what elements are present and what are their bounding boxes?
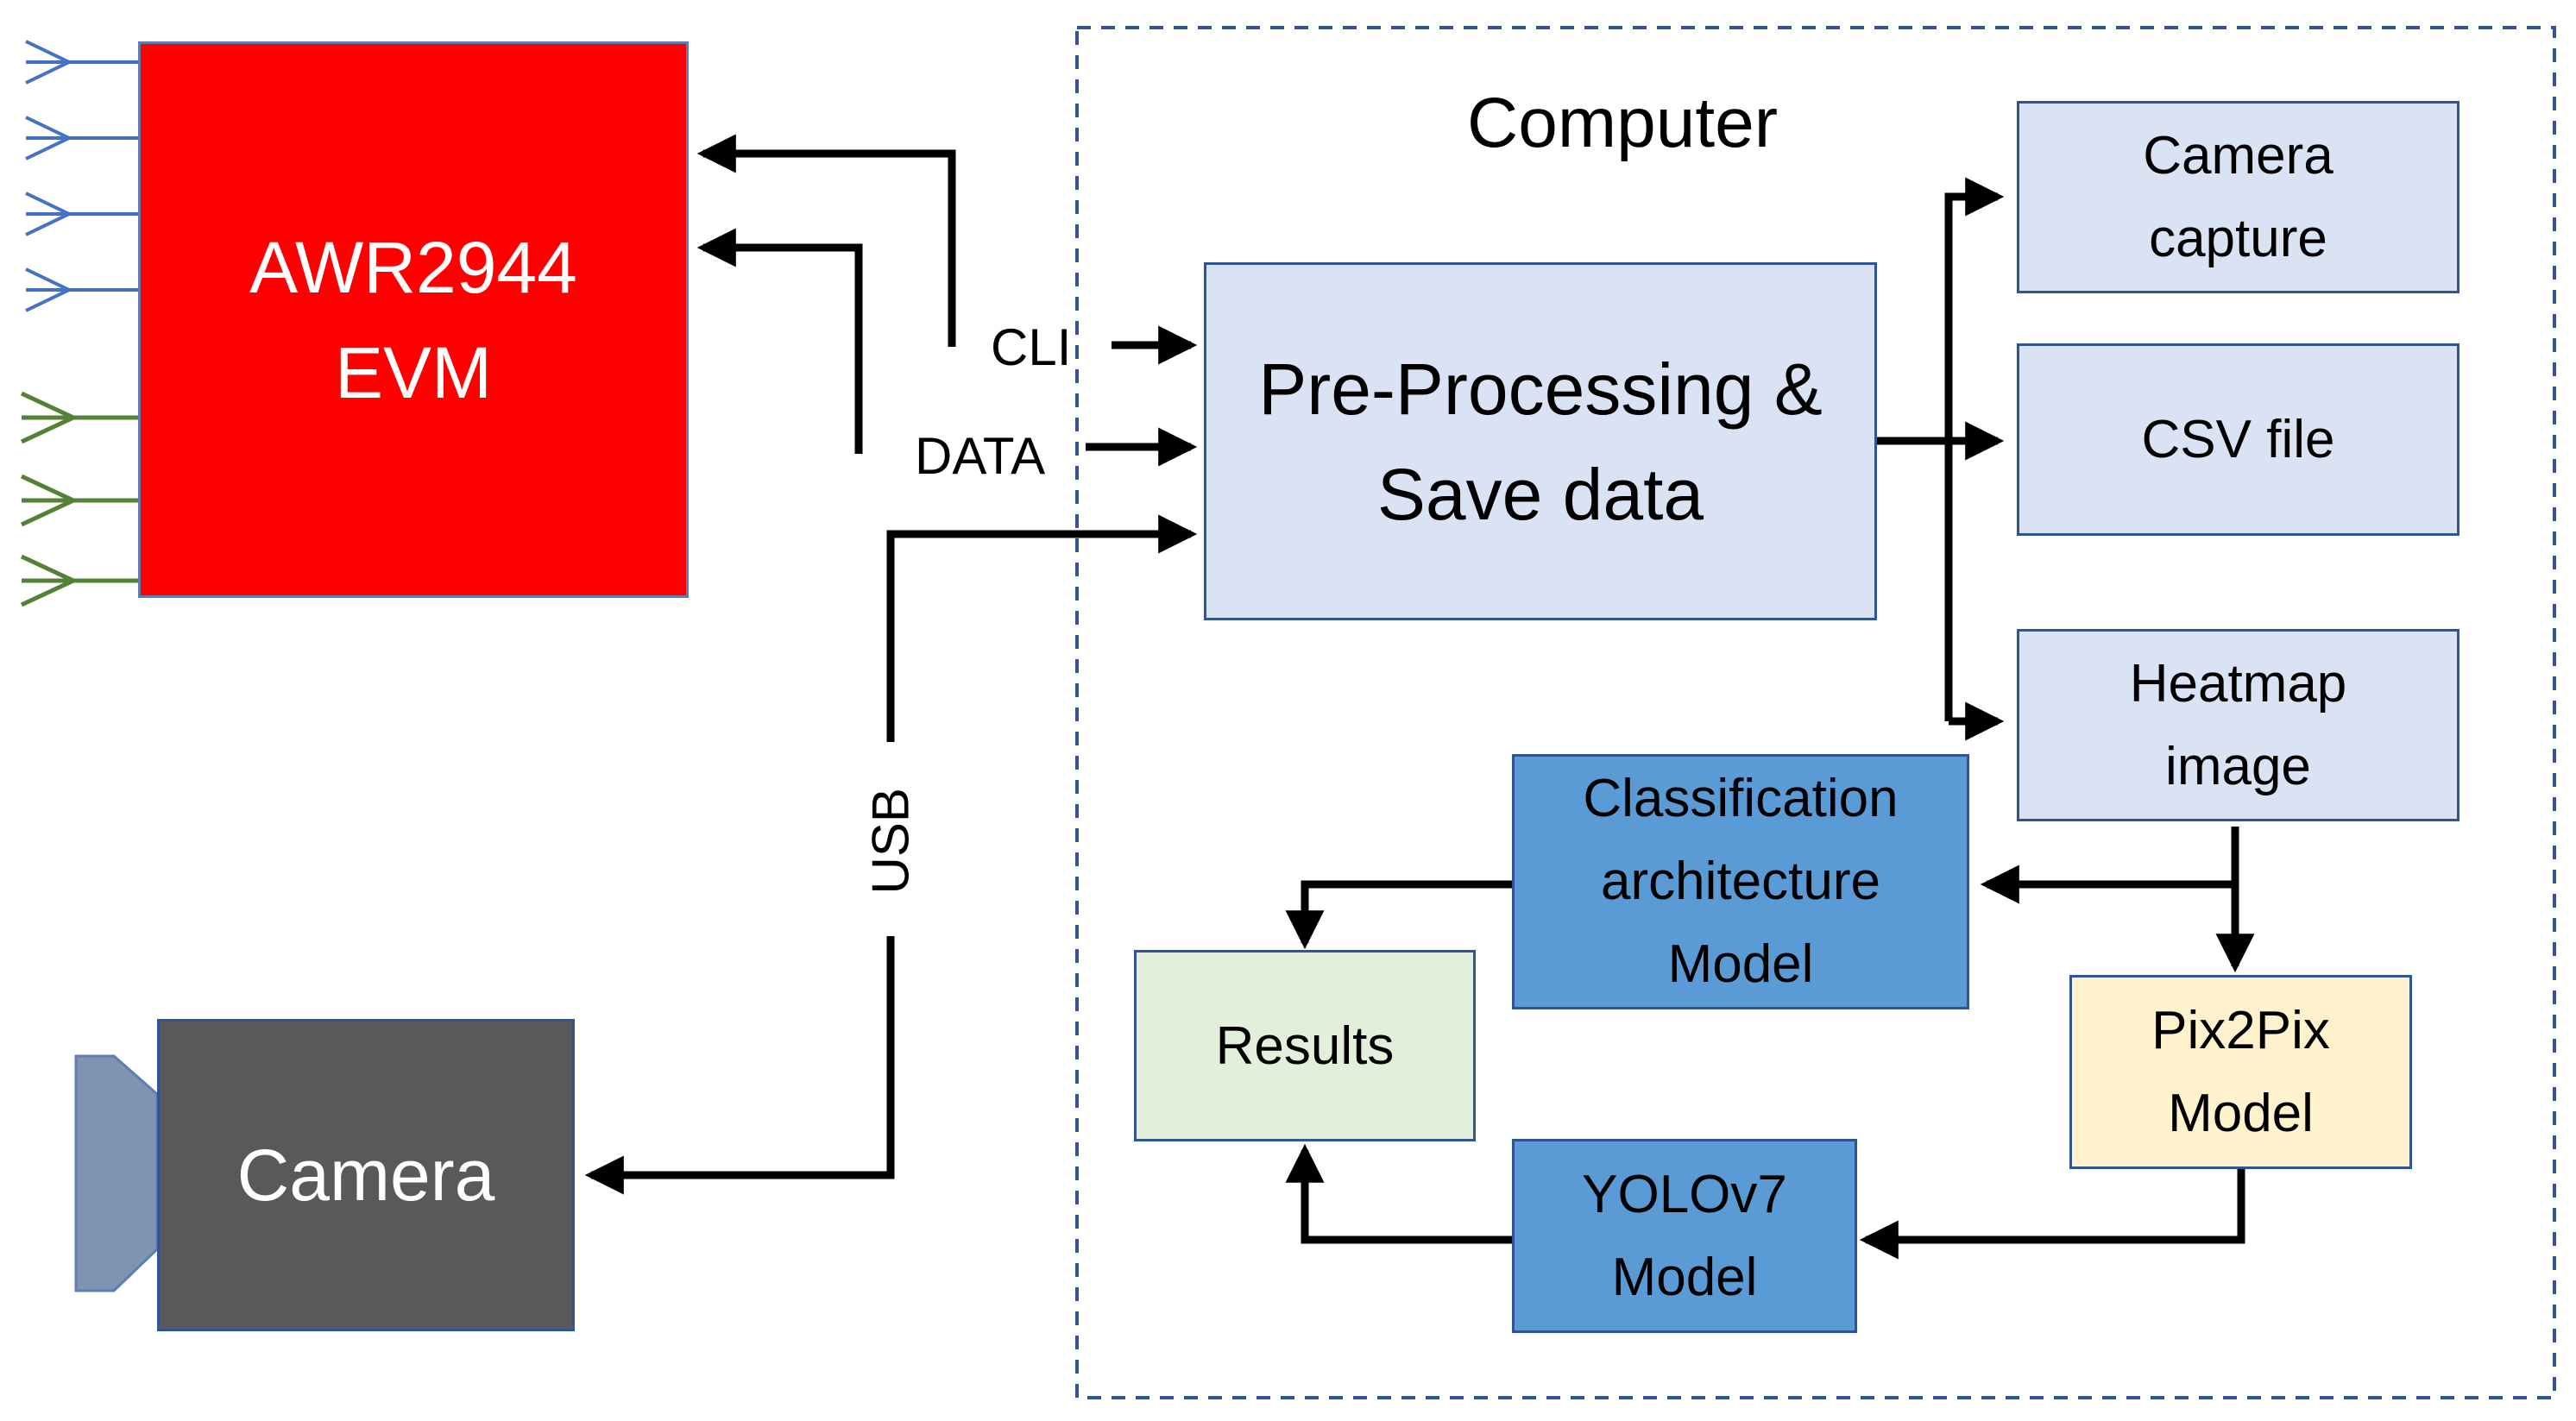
usb-label: USB — [861, 788, 920, 895]
computer-title: Computer — [1467, 84, 1779, 162]
pix2pix-model-block: Pix2Pix Model — [2069, 975, 2412, 1169]
classification-model-label: Classification architecture Model — [1583, 769, 1899, 994]
heatmap-image-label: Heatmap image — [2129, 653, 2347, 796]
preprocessing-label: Pre-Processing & Save data — [1258, 348, 1823, 535]
camera-label: Camera — [236, 1134, 495, 1216]
camera-capture-block: Camera capture — [2017, 101, 2459, 293]
csv-file-block: CSV file — [2017, 343, 2459, 536]
usb-link-to-preprocessing — [886, 514, 1198, 742]
heatmap-image-block: Heatmap image — [2017, 629, 2459, 821]
rx-antennas — [20, 391, 138, 607]
yolov7-model-label: YOLOv7 Model — [1582, 1164, 1787, 1307]
evm-block: AWR2944 EVM — [138, 41, 689, 598]
usb-link-to-camera — [584, 936, 895, 1195]
data-label: DATA — [915, 427, 1046, 485]
results-block: Results — [1134, 950, 1476, 1141]
camera-block: Camera — [157, 1019, 575, 1331]
yolov7-model-block: YOLOv7 Model — [1512, 1139, 1857, 1333]
computer-boundary — [1075, 26, 2556, 1399]
camera-capture-label: Camera capture — [2143, 125, 2334, 268]
arrow-yolo-to-results — [1285, 1143, 1512, 1244]
cli-link-to-evm — [696, 134, 956, 347]
csv-file-label: CSV file — [2141, 410, 2335, 469]
evm-label: AWR2944 EVM — [249, 226, 577, 413]
cli-label: CLI — [991, 318, 1072, 376]
camera-lens — [74, 1054, 159, 1292]
arrow-pix2pix-to-yolo — [1859, 1169, 2245, 1260]
data-link-to-evm — [696, 228, 863, 454]
preprocessing-block: Pre-Processing & Save data — [1204, 262, 1877, 620]
classification-model-block: Classification architecture Model — [1512, 754, 1969, 1009]
arrow-classification-to-results — [1285, 880, 1512, 950]
arrow-to-camera-capture — [1944, 177, 2005, 721]
pix2pix-model-label: Pix2Pix Model — [2151, 1000, 2330, 1143]
results-label: Results — [1215, 1015, 1395, 1076]
tx-antennas — [25, 40, 138, 312]
